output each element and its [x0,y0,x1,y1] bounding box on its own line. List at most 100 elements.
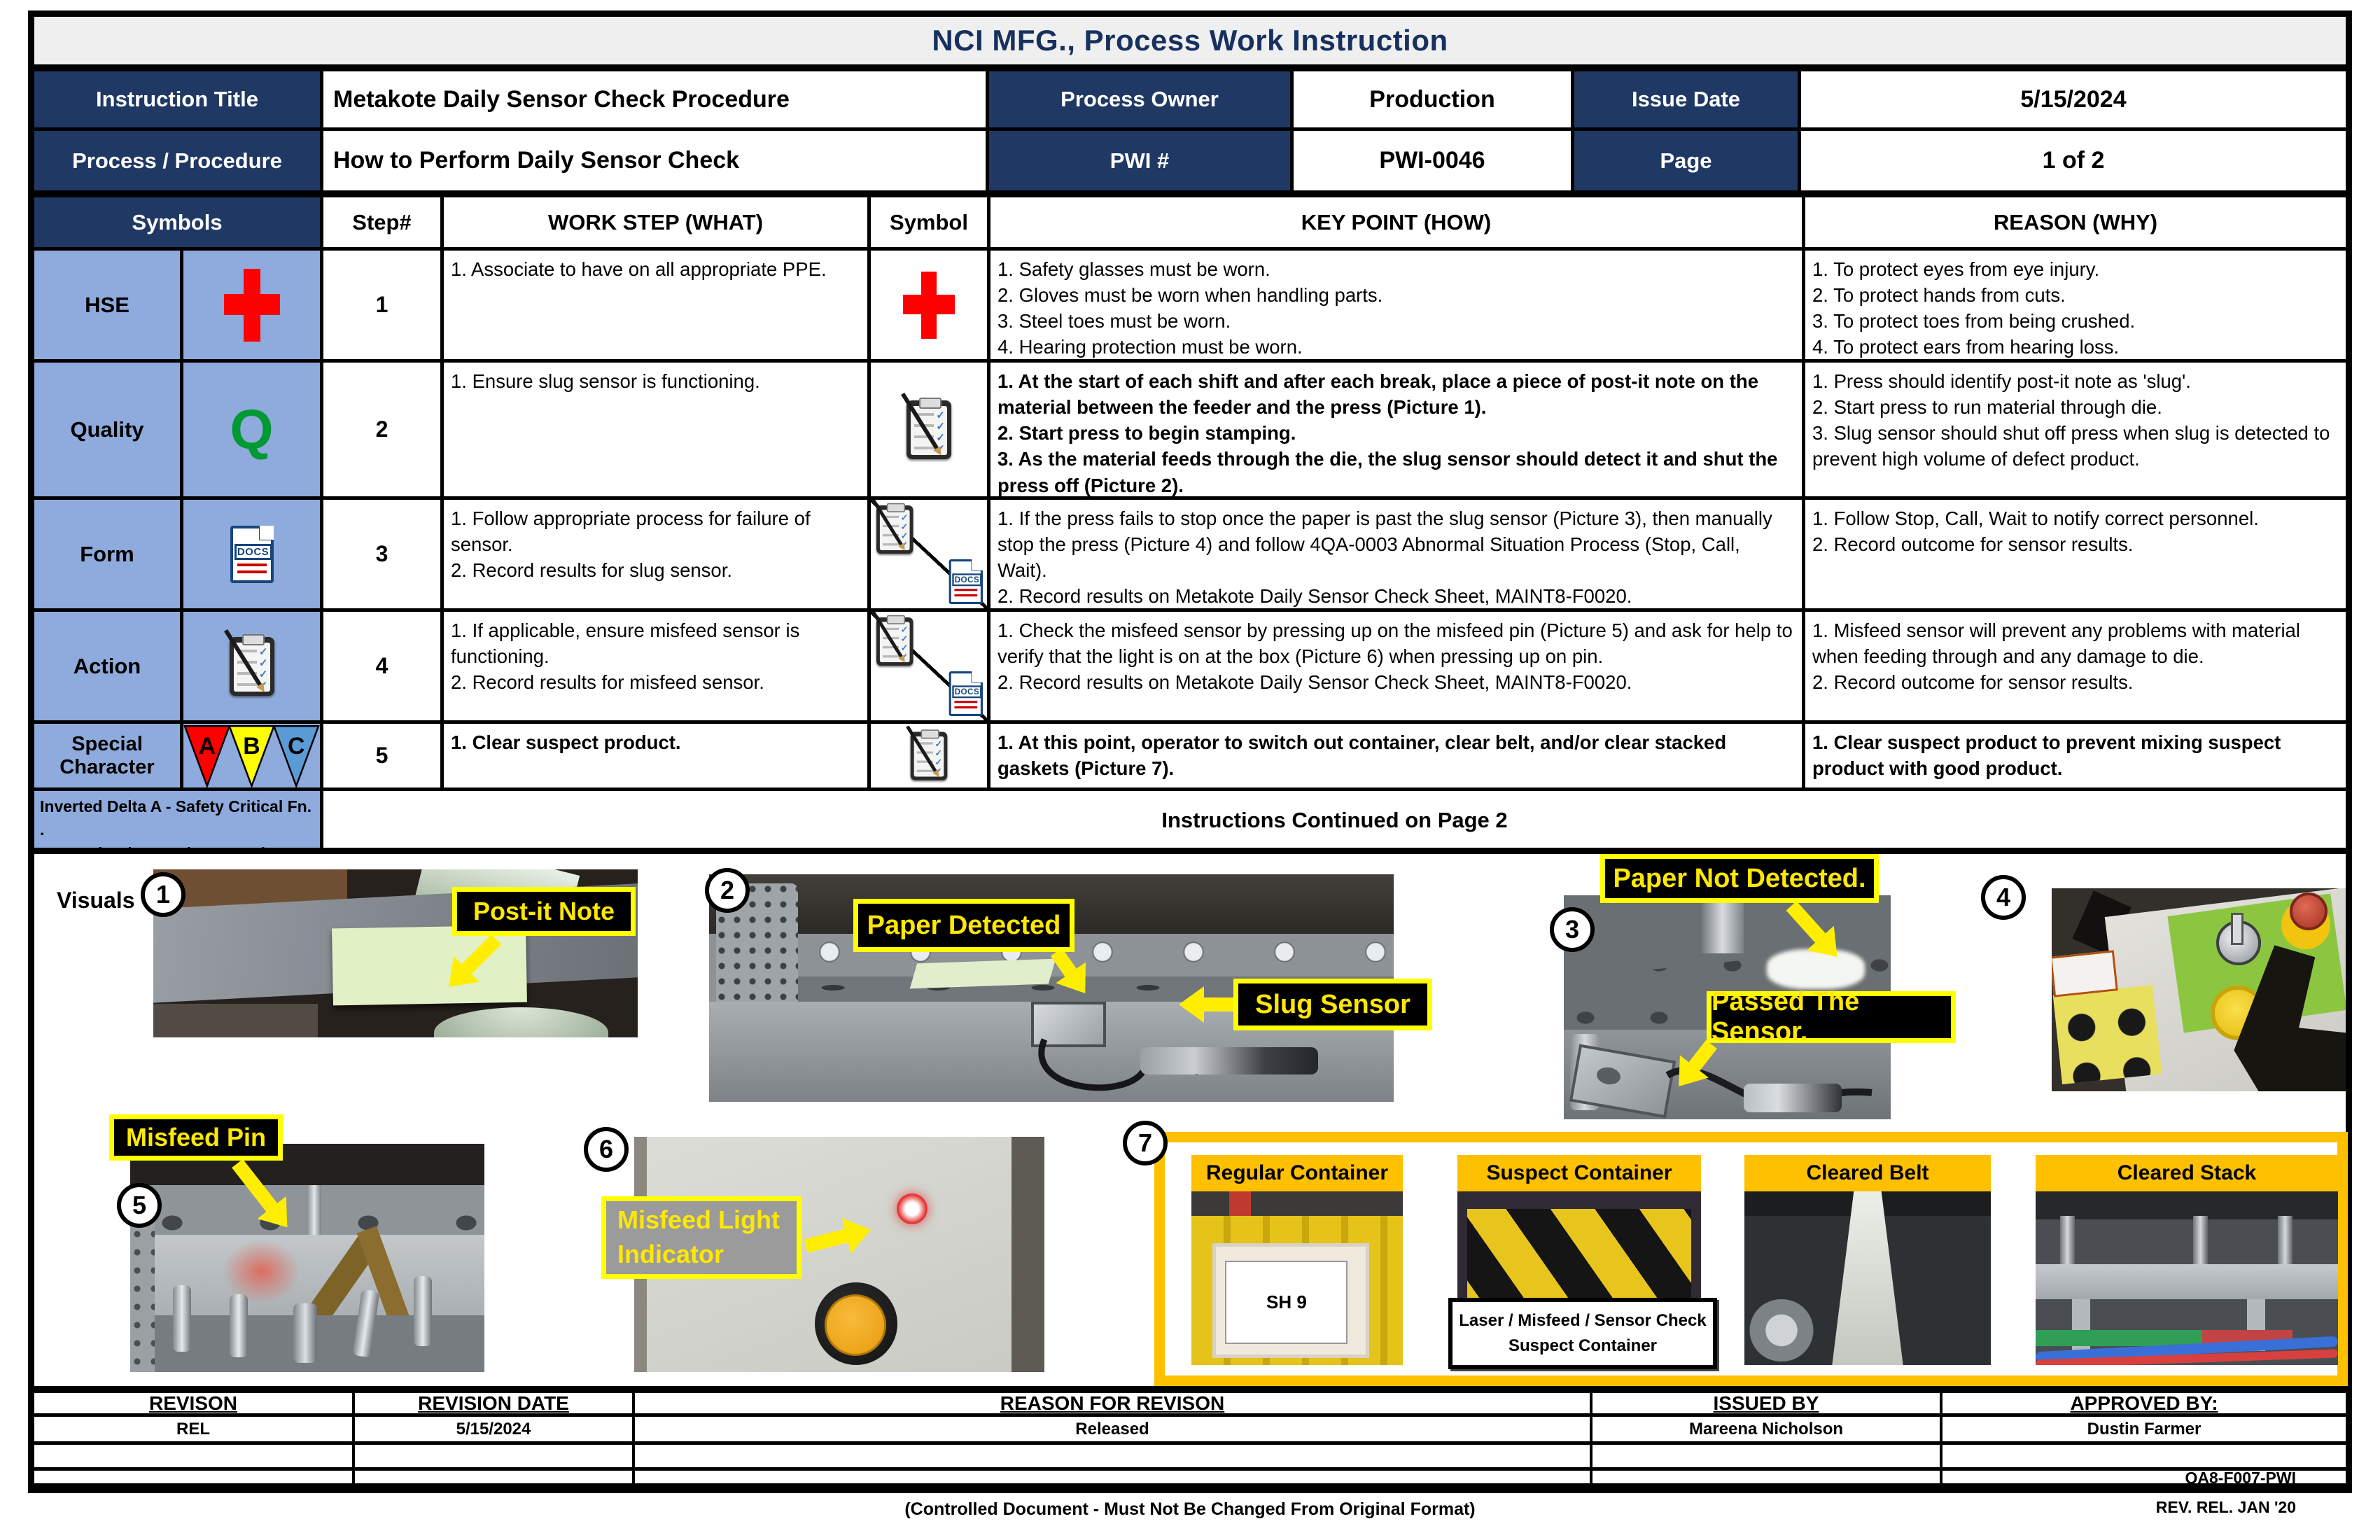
checklist-clipboard-icon: ✓✓✓✓ [906,724,948,780]
row-label-quality: Quality [34,363,183,500]
visuals-label: Visuals [57,888,135,913]
document-header: Instruction Title Metakote Daily Sensor … [28,65,2352,197]
key-point-5: 1. At this point, operator to switch out… [990,724,1805,791]
title-bar: NCI MFG., Process Work Instruction [28,10,2352,71]
issued-by-value: Mareena Nicholson [1592,1417,1942,1445]
picture-5-badge: 5 [117,1183,162,1228]
instruction-table: Symbols Step# WORK STEP (WHAT) Symbol KE… [28,191,2352,856]
svg-text:A: A [199,733,216,760]
docs-document-icon: DOCS [230,525,274,583]
misfeed-light-indicator-callout: Misfeed Light Indicator [601,1196,802,1279]
key-point-4: 1. Check the misfeed sensor by pressing … [990,612,1805,724]
revision-table: REVISON REVISION DATE REASON FOR REVISON… [28,1387,2352,1493]
inverted-delta-abc-icon: A B C [183,724,320,788]
revision-col-header: REVISON [34,1393,355,1417]
step-number: 4 [323,612,444,724]
issue-date-value: 5/15/2024 [1801,71,2346,131]
process-procedure-value: How to Perform Daily Sensor Check [323,131,989,190]
checklist-clipboard-icon: ✓✓✓✓ [872,500,913,554]
revision-value: REL [34,1417,355,1445]
slug-sensor-callout: Slug Sensor [1233,979,1432,1030]
red-cross-icon [223,268,280,342]
form-revision: REV. REL. JAN '20 [2155,1498,2296,1516]
symbol-cell-2: ✓✓✓✓ [871,363,990,500]
picture-4-badge: 4 [1981,875,2026,920]
issued-by-col-header: ISSUED BY [1592,1393,1942,1417]
paper-detected-callout: Paper Detected [853,899,1074,952]
issue-date-label: Issue Date [1574,71,1801,131]
process-owner-value: Production [1294,71,1574,131]
step-number: 1 [323,251,444,363]
svg-text:B: B [243,733,260,760]
empty-revision-cell [1942,1445,2346,1471]
picture-3-badge: 3 [1550,907,1595,952]
quality-cell: Q [183,363,323,500]
page-value: 1 of 2 [2042,147,2105,174]
empty-revision-cell [635,1471,1592,1483]
instructions-continued-note: Instructions Continued on Page 2 [1161,808,1508,832]
special-character-cell: A B C [183,724,323,791]
action-cell: ✓✓✓✓ [183,612,323,724]
hse-cell [183,251,323,363]
process-owner-label: Process Owner [989,71,1294,131]
paper-not-detected-callout: Paper Not Detected. [1600,854,1879,903]
reason-1: 1. To protect eyes from eye injury. 2. T… [1805,251,2346,363]
svg-text:C: C [288,733,304,760]
legend-line-a: Inverted Delta A - Safety Critical Fn. . [40,797,312,839]
photo-cleared-stack [2036,1191,2338,1365]
row-label-action: Action [34,612,183,724]
instruction-title-label: Instruction Title [34,71,323,131]
empty-revision-cell [355,1471,635,1483]
photo-press-controls [2052,888,2346,1091]
cleared-stack-header: Cleared Stack [2036,1155,2338,1191]
reason-col-header: REASON FOR REVISON [635,1393,1592,1417]
picture-2-badge: 2 [705,868,750,913]
quality-q-icon: Q [230,398,274,461]
row-label-hse: HSE [34,251,183,363]
empty-revision-cell [1592,1445,1942,1471]
reason-4: 1. Misfeed sensor will prevent any probl… [1805,612,2346,724]
symbol-cell-5: ✓✓✓✓ [871,724,990,791]
column-header-reason: REASON (WHY) [1805,197,2346,251]
empty-revision-cell [34,1471,355,1483]
visuals-section: Visuals 1 2 3 4 5 6 7 Post-it Note Paper… [28,848,2352,1392]
symbol-cell-1 [871,251,990,363]
column-header-work-step: WORK STEP (WHAT) [444,197,871,251]
step-number: 2 [323,363,444,500]
suspect-container-label: Laser / Misfeed / Sensor Check Suspect C… [1448,1298,1717,1369]
controlled-document-note: (Controlled Document - Must Not Be Chang… [904,1499,1476,1519]
symbol-cell-3: ✓✓✓✓ DOCS [871,500,990,612]
page-label: Page [1574,131,1801,190]
regular-container-header: Regular Container [1191,1155,1403,1191]
column-header-key-point: KEY POINT (HOW) [990,197,1805,251]
work-step-2: 1. Ensure slug sensor is functioning. [444,363,871,500]
red-cross-icon [903,271,955,339]
reason-value: Released [635,1417,1592,1445]
step-number: 3 [323,500,444,612]
empty-revision-cell [635,1445,1592,1471]
key-point-3: 1. If the press fails to stop once the p… [990,500,1805,612]
revision-date-col-header: REVISION DATE [355,1393,635,1417]
photo-misfeed-pin [130,1144,484,1372]
key-point-1: 1. Safety glasses must be worn. 2. Glove… [990,251,1805,363]
picture-6-badge: 6 [584,1127,629,1172]
postit-note-callout: Post-it Note [452,887,636,936]
empty-revision-cell [1592,1471,1942,1483]
checklist-clipboard-icon: ✓✓✓✓ [901,392,951,459]
empty-revision-cell [355,1445,635,1471]
suspect-container-header: Suspect Container [1457,1155,1701,1191]
row-label-special-character: Special Character [34,724,183,791]
approved-by-col-header: APPROVED BY: [1942,1393,2346,1417]
passed-the-sensor-callout: Passed The Sensor. [1707,987,1956,1046]
column-header-symbol: Symbol [871,197,990,251]
instruction-title-value: Metakote Daily Sensor Check Procedure [323,71,989,131]
symbol-cell-4: ✓✓✓✓ DOCS [871,612,990,724]
container-tag-label: SH 9 [1225,1261,1348,1345]
photo-regular-container: SH 9 [1191,1191,1403,1365]
column-header-step: Step# [323,197,444,251]
photo-cleared-belt [1744,1191,1991,1365]
docs-document-icon: DOCS [948,671,983,716]
checklist-clipboard-icon: ✓✓✓✓ [223,629,274,696]
process-procedure-label: Process / Procedure [34,131,323,190]
